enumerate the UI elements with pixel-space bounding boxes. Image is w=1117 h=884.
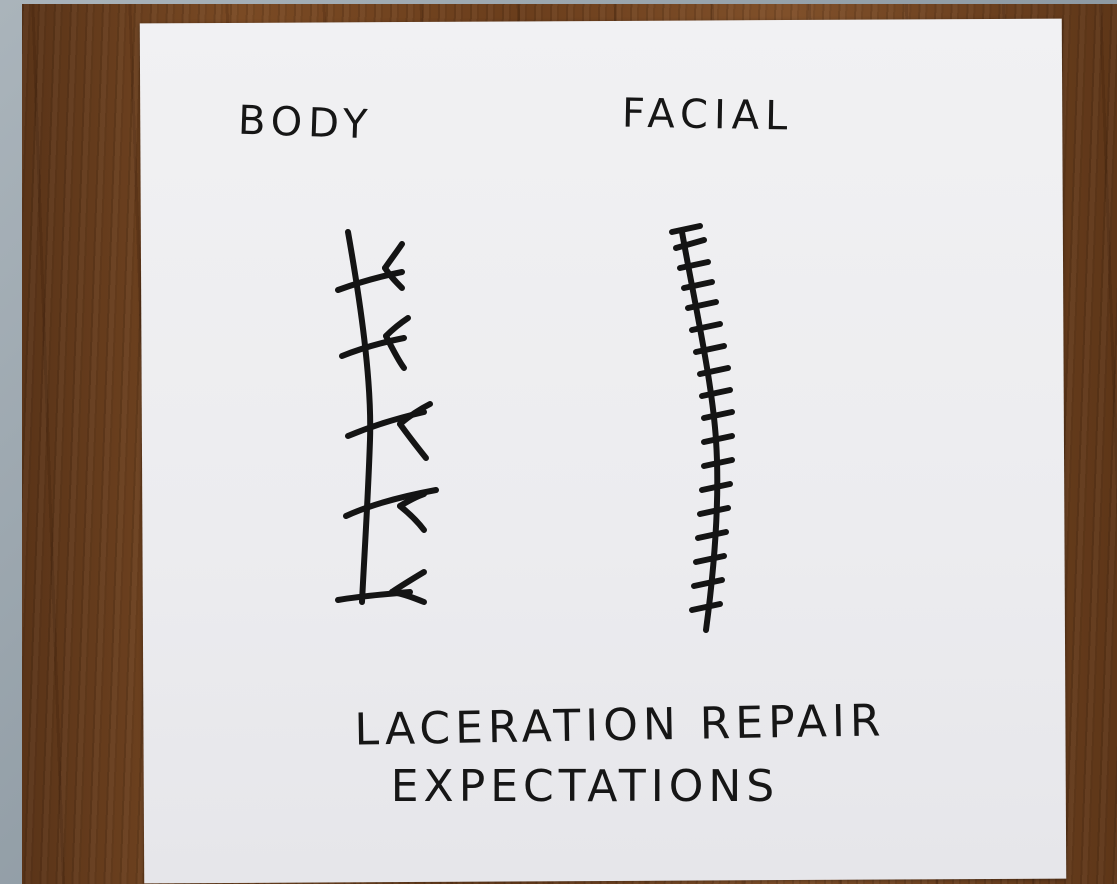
facial-suture-stitch [704, 412, 732, 418]
facial-suture-stitch [680, 262, 708, 268]
body-label: BODY [237, 98, 374, 149]
facial-suture-stitch [696, 346, 724, 352]
facial-suture-stitch [684, 282, 712, 288]
facial-suture-stitch [688, 302, 716, 308]
facial-suture-stitch [700, 508, 728, 514]
facial-suture-stitch [704, 460, 732, 466]
facial-suture-stitch [692, 324, 720, 330]
body-suture-diagram [338, 232, 436, 602]
caption: LACERATION REPAIR EXPECTATIONS [300, 700, 940, 812]
facial-suture-diagram [672, 226, 732, 630]
facial-label: FACIAL [622, 91, 794, 140]
body-suture-stitch [342, 318, 408, 368]
facial-suture-stitch [676, 240, 704, 248]
body-suture-stitch [346, 490, 436, 530]
facial-suture-stitch [672, 226, 700, 232]
facial-suture-stitch [698, 532, 726, 538]
facial-suture-stitch [694, 580, 722, 586]
facial-suture-stitch [696, 556, 724, 562]
facial-suture-stitch [702, 484, 730, 490]
facial-incision-line [682, 232, 717, 630]
facial-suture-stitch [692, 604, 720, 610]
caption-line-1: LACERATION REPAIR [300, 694, 941, 756]
facial-suture-stitch [702, 390, 730, 396]
body-suture-stitch [338, 244, 402, 290]
body-suture-stitch [348, 404, 430, 458]
facial-suture-stitch [704, 436, 732, 442]
caption-line-2: EXPECTATIONS [230, 761, 940, 812]
body-suture-stitch [338, 572, 424, 602]
